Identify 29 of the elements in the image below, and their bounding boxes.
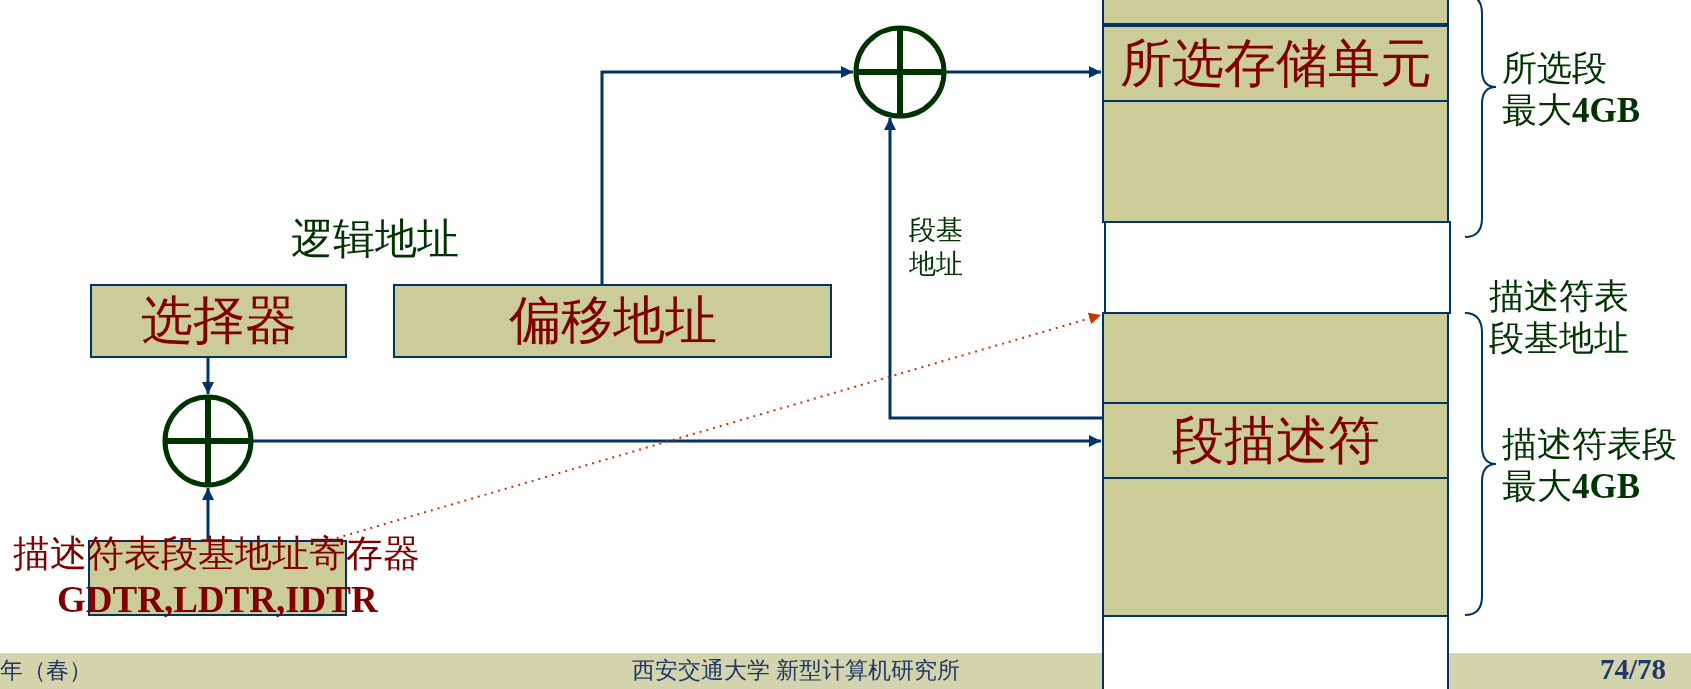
memory-cell (1102, 25, 1449, 102)
adder-symbol (162, 394, 254, 488)
footer-text: 年（春） (0, 657, 92, 685)
brace-label: 描述符表段最大4GB (1502, 424, 1677, 508)
selector-box (90, 284, 347, 358)
brace-label: 所选段最大4GB (1502, 48, 1641, 132)
heading-label: 逻辑地址 (291, 215, 459, 264)
memory-cell (1102, 477, 1449, 617)
memory-cell (1102, 312, 1449, 404)
arrow (253, 435, 1101, 447)
memory-cell (1102, 100, 1449, 223)
arrow (884, 117, 1102, 420)
cell-label: 段描述符 (1171, 414, 1380, 467)
cell-label: 选择器 (140, 295, 297, 347)
page-number: 74/78 (1600, 652, 1667, 687)
brace-label: 描述符表段基地址 (1489, 276, 1629, 360)
adder-symbol (853, 25, 947, 119)
offset-box (393, 284, 832, 358)
cell-label: 所选存储单元 (1119, 37, 1432, 90)
cell-label: 偏移地址 (508, 295, 717, 347)
memory-cell (1104, 221, 1451, 314)
arrow (202, 358, 214, 394)
memory-cell (1102, 402, 1449, 479)
memory-cell (1102, 0, 1449, 25)
footer-text: 西安交通大学 新型计算机研究所 (632, 657, 960, 685)
memory-cell (1102, 615, 1449, 689)
arrow (946, 66, 1101, 78)
arrow (600, 66, 853, 284)
arrow (202, 488, 214, 540)
